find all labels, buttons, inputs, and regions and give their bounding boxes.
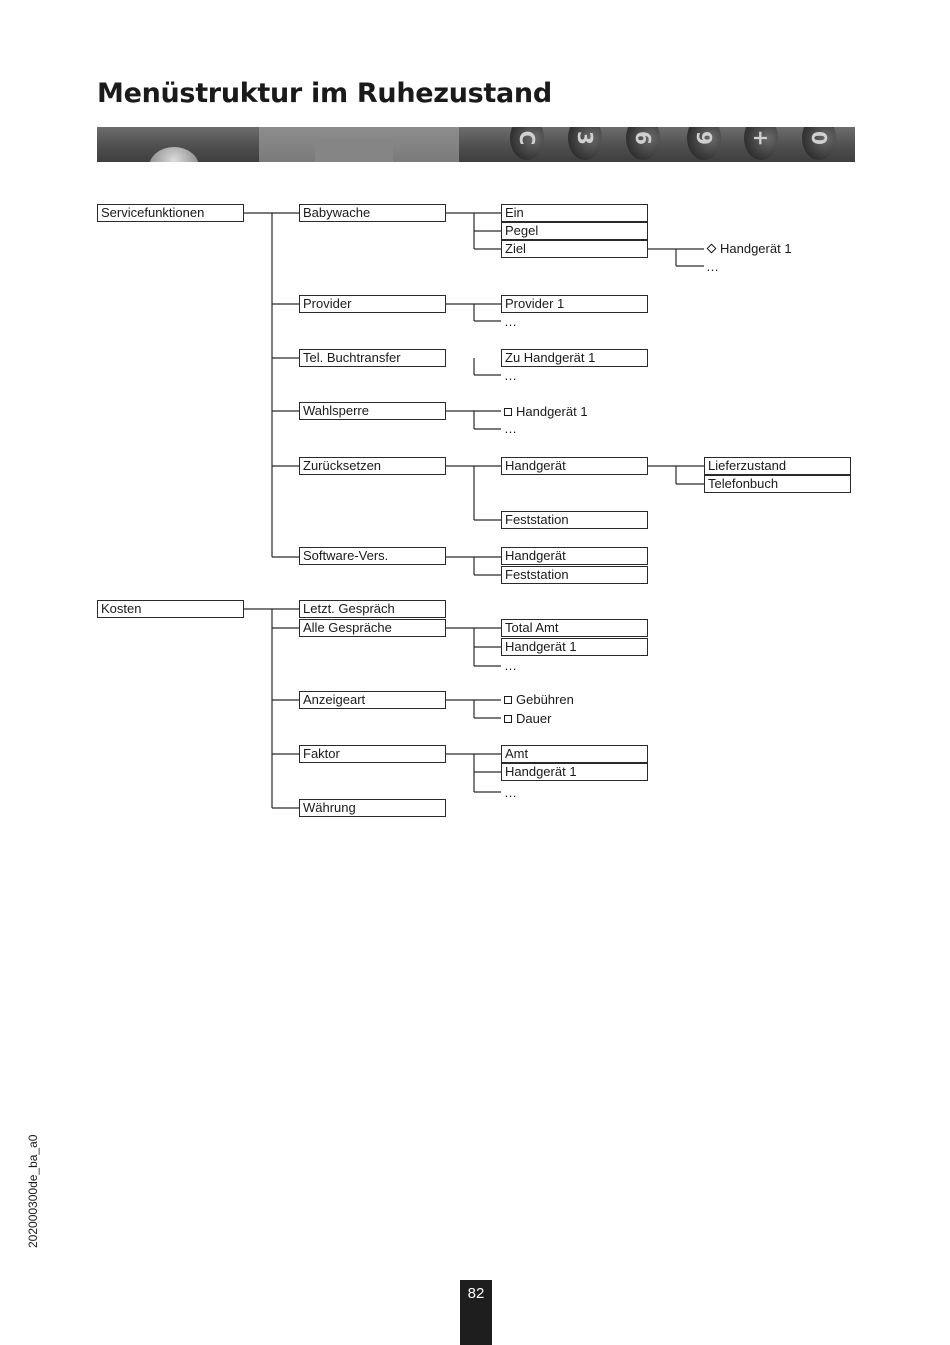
menu-item-kosten: Kosten (97, 600, 244, 618)
menu-item-faktor-handgeraet1: Handgerät 1 (501, 763, 648, 781)
page-title: Menüstruktur im Ruhezustand (97, 78, 552, 109)
option-label: Handgerät 1 (720, 241, 792, 256)
menu-item-tel-buchtransfer: Tel. Buchtransfer (299, 349, 446, 367)
option-provider-more: … (504, 314, 517, 329)
menu-item-alle-gespraeche: Alle Gespräche (299, 619, 446, 637)
page-number-tab: 82 (460, 1280, 492, 1345)
menu-item-lieferzustand: Lieferzustand (704, 457, 851, 475)
phone-display-inner (315, 139, 393, 162)
checkbox-icon (504, 408, 512, 416)
menu-item-provider1: Provider 1 (501, 295, 648, 313)
menu-item-amt: Amt (501, 745, 648, 763)
menu-item-sw-feststation: Feststation (501, 566, 648, 584)
menu-item-letzt-gespraech: Letzt. Gespräch (299, 600, 446, 618)
checkbox-icon (504, 715, 512, 723)
menu-item-zs-feststation: Feststation (501, 511, 648, 529)
menu-item-software-vers: Software-Vers. (299, 547, 446, 565)
document-code: 202000300de_ba_a0 (26, 1134, 40, 1248)
option-wahlsperre-more: … (504, 421, 517, 436)
menu-item-waehrung: Währung (299, 799, 446, 817)
menu-item-sw-handgeraet: Handgerät (501, 547, 648, 565)
option-dauer: Dauer (504, 711, 551, 727)
option-label: Gebühren (516, 692, 574, 707)
option-ziel-more: … (706, 259, 719, 274)
page-number: 82 (467, 1285, 485, 1302)
menu-item-zuruecksetzen: Zurücksetzen (299, 457, 446, 475)
menu-item-ein: Ein (501, 204, 648, 222)
menu-item-telefonbuch: Telefonbuch (704, 475, 851, 493)
option-label: Dauer (516, 711, 552, 726)
menu-item-ziel: Ziel (501, 240, 648, 258)
menu-item-total-amt: Total Amt (501, 619, 648, 637)
phone-keypad-banner-image: C 3 6 9 + 0 (97, 127, 855, 162)
option-label: Handgerät 1 (516, 404, 588, 419)
checkbox-icon (504, 696, 512, 704)
option-buchtransfer-more: … (504, 368, 517, 383)
navigation-key (149, 147, 199, 162)
menu-item-wahlsperre: Wahlsperre (299, 402, 446, 420)
option-ziel-handgeraet1: Handgerät 1 (706, 241, 792, 257)
option-wahlsperre-handgeraet1: Handgerät 1 (504, 404, 588, 420)
menu-item-servicefunktionen: Servicefunktionen (97, 204, 244, 222)
option-ag-more: … (504, 658, 517, 673)
menu-item-ag-handgeraet1: Handgerät 1 (501, 638, 648, 656)
option-gebuehren: Gebühren (504, 692, 574, 708)
diamond-option-icon (706, 243, 717, 254)
menu-item-faktor: Faktor (299, 745, 446, 763)
menu-item-zu-handgeraet1: Zu Handgerät 1 (501, 349, 648, 367)
menu-item-babywache: Babywache (299, 204, 446, 222)
menu-item-provider: Provider (299, 295, 446, 313)
menu-item-anzeigeart: Anzeigeart (299, 691, 446, 709)
menu-item-pegel: Pegel (501, 222, 648, 240)
menu-item-zs-handgeraet: Handgerät (501, 457, 648, 475)
option-faktor-more: … (504, 785, 517, 800)
